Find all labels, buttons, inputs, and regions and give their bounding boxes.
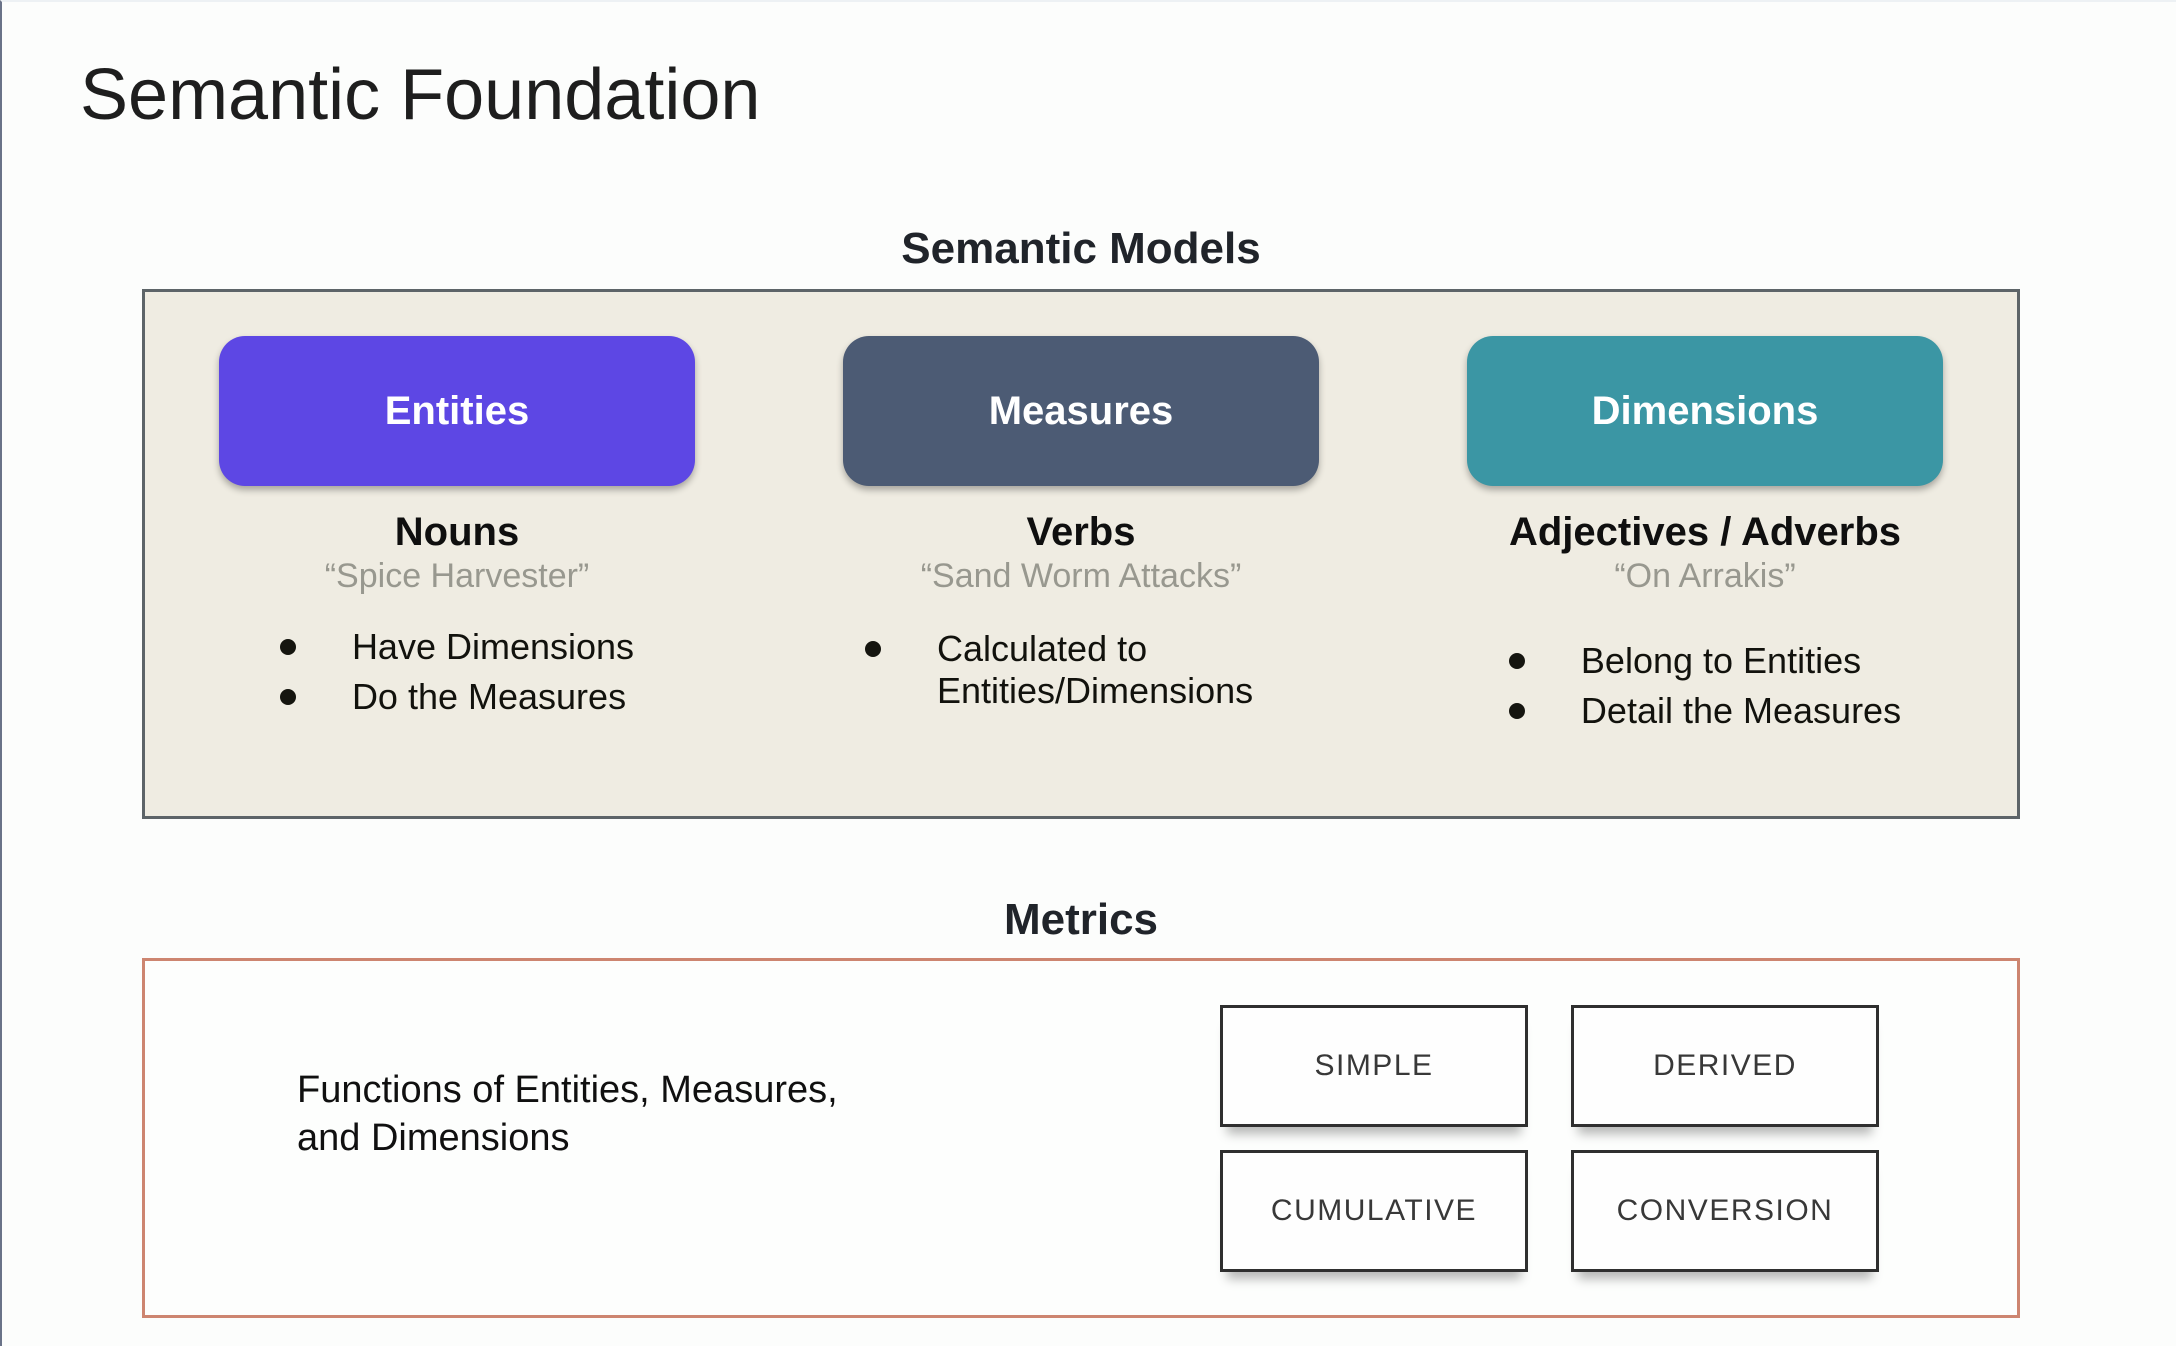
metrics-description: Functions of Entities, Measures, and Dim… xyxy=(297,1067,838,1163)
bullet-text: Have Dimensions xyxy=(351,626,635,667)
bullet-text: Detail the Measures xyxy=(1580,690,1902,732)
bullet-item: Calculated to Entities/Dimensions xyxy=(865,628,1297,713)
bullet-item: Detail the Measures xyxy=(1508,690,1902,732)
page-title: Semantic Foundation xyxy=(80,55,761,135)
metrics-description-line: and Dimensions xyxy=(297,1116,570,1159)
entities-quote: “Spice Harvester” xyxy=(324,557,590,595)
bullet-text: Do the Measures xyxy=(351,676,627,718)
semantic-models-panel: Entities Nouns “Spice Harvester” Have Di… xyxy=(142,289,2020,819)
metrics-panel: Functions of Entities, Measures, and Dim… xyxy=(142,958,2020,1318)
bullet-dot-icon xyxy=(1508,653,1525,669)
dimensions-quote: “On Arrakis” xyxy=(1614,557,1796,595)
metrics-header: Metrics xyxy=(1003,895,1159,944)
measures-bullet-list: Calculated to Entities/Dimensions xyxy=(865,628,1297,713)
entities-heading: Nouns xyxy=(394,510,520,554)
bullet-item: Do the Measures xyxy=(279,676,634,718)
dimensions-bullet-list: Belong to Entities Detail the Measures xyxy=(1508,640,1902,733)
dimensions-heading: Adjectives / Adverbs xyxy=(1508,510,1901,554)
measures-quote: “Sand Worm Attacks” xyxy=(920,557,1242,595)
bullet-item: Have Dimensions xyxy=(279,626,635,668)
metric-box-conversion: CONVERSION xyxy=(1571,1150,1879,1272)
semantic-models-header: Semantic Models xyxy=(901,224,1261,273)
bullet-item: Belong to Entities xyxy=(1508,640,1901,682)
metric-type-grid: SIMPLE DERIVED CUMULATIVE CONVERSION xyxy=(1220,1005,1879,1272)
entities-pill: Entities xyxy=(219,336,695,486)
metrics-description-line: Functions of Entities, Measures, xyxy=(297,1069,838,1111)
model-column-dimensions: Dimensions Adjectives / Adverbs “On Arra… xyxy=(1393,292,2017,816)
bullet-text: Calculated to Entities/Dimensions xyxy=(937,628,1254,712)
bullet-dot-icon xyxy=(865,641,881,657)
bullet-dot-icon xyxy=(279,639,296,655)
measures-pill: Measures xyxy=(843,336,1319,486)
model-column-entities: Entities Nouns “Spice Harvester” Have Di… xyxy=(145,292,769,816)
bullet-dot-icon xyxy=(1508,703,1525,720)
metric-box-cumulative: CUMULATIVE xyxy=(1220,1150,1528,1272)
measures-heading: Verbs xyxy=(1026,510,1136,554)
metric-box-simple: SIMPLE xyxy=(1220,1005,1528,1127)
bullet-text: Belong to Entities xyxy=(1580,640,1862,681)
metric-box-derived: DERIVED xyxy=(1571,1005,1879,1127)
bullet-dot-icon xyxy=(279,689,296,706)
entities-bullet-list: Have Dimensions Do the Measures xyxy=(279,626,635,719)
model-column-measures: Measures Verbs “Sand Worm Attacks” Calcu… xyxy=(769,292,1393,816)
dimensions-pill: Dimensions xyxy=(1467,336,1943,486)
